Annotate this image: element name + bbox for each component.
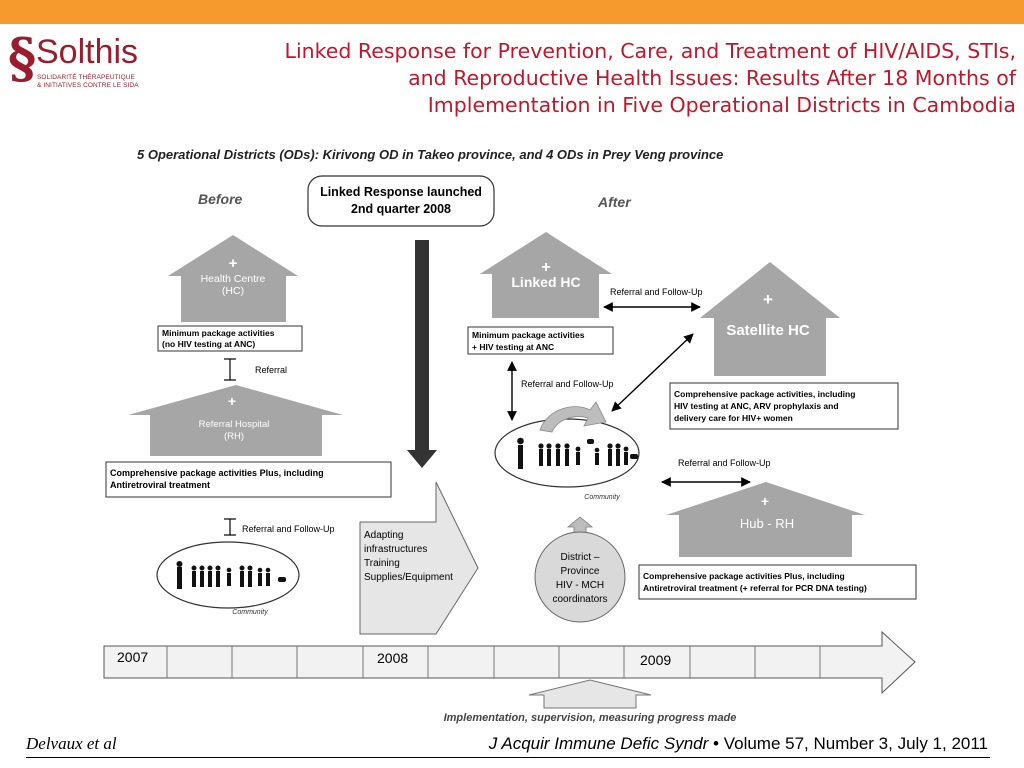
footer-rule [26,757,990,758]
rh-label-line-1: Referral Hospital [199,419,270,430]
top-accent-bar [0,0,1024,24]
logo-s-mark: § [8,26,37,90]
community-after: Community [494,401,640,501]
district-line-4: coordinators [552,594,607,605]
adapting-arrow: Adapting infrastructures Training Suppli… [359,481,479,635]
community-after-label: Community [584,494,620,501]
referral-followup-before-label: Referral and Follow-Up [242,524,335,534]
comp-package-before-box: Comprehensive package activities Plus, i… [105,461,392,498]
satellite-hc-label: Satellite HC [726,322,810,339]
timeline-arrow: 2007 2008 2009 [103,630,916,695]
launch-line-2: 2nd quarter 2008 [351,202,451,216]
launch-box: Linked Response launched 2nd quarter 200… [307,175,495,227]
comp-pkg-sat-line-2: HIV testing at ANC, ARV prophylaxis and [674,401,839,411]
footer-citation: J Acquir Immune Defic Syndr • Volume 57,… [489,734,988,754]
comp-pkg-hub-line-1: Comprehensive package activities Plus, i… [643,571,845,581]
referral-connector: Referral [224,358,287,381]
hc-plus: + [229,255,238,272]
referral-label: Referral [255,365,287,375]
launch-down-arrow [407,240,437,468]
referral-followup-mid-label: Referral and Follow-Up [521,379,614,389]
linked-hc-label: Linked HC [511,274,580,290]
launch-line-1: Linked Response launched [320,185,482,199]
linked-response-diagram: 5 Operational Districts (ODs): Kirivong … [0,140,1024,730]
district-line-1: District – [561,552,600,563]
title-line-3: Implementation in Five Operational Distr… [427,93,1016,117]
min-pkg-before-line-1: Minimum package activities [162,328,275,338]
health-centre-house: + Health Centre (HC) [168,235,298,322]
community-before-label: Community [232,609,268,616]
referral-hospital-house: + Referral Hospital (RH) [128,385,343,456]
referral-followup-top-label: Referral and Follow-Up [610,287,703,297]
satellite-hc-plus: + [763,290,773,309]
community-before-people-icon [176,561,286,589]
min-package-before-box: Minimum package activities (no HIV testi… [157,325,303,352]
district-line-2: Province [561,566,600,577]
min-pkg-before-line-2: (no HIV testing at ANC) [162,339,255,349]
comp-pkg-before-line-1: Comprehensive package activities Plus, i… [110,468,324,478]
comp-pkg-before-line-2: Antiretroviral treatment [110,480,210,490]
year-2009: 2009 [640,652,671,668]
logo-tagline-2: & INITIATIVES CONTRE LE SIDA [37,82,139,89]
solthis-logo: § Solthis SOLIDARITÉ THÉRAPEUTIQUE & INI… [8,28,158,98]
comp-pkg-hub-line-2: Antiretroviral treatment (+ referral for… [643,583,867,593]
comp-pkg-sat-line-3: delivery care for HIV+ women [674,413,793,423]
adapting-line-4: Supplies/Equipment [364,572,453,583]
district-coordinators-circle: District – Province HIV - MCH coordinato… [534,531,626,623]
comp-pkg-sat-line-1: Comprehensive package activities, includ… [674,389,855,399]
before-label: Before [198,191,243,207]
community-after-people-icon [517,437,638,469]
implementation-up-arrow [528,679,652,709]
year-2007: 2007 [117,649,148,665]
footer-author: Delvaux et al [26,734,117,753]
rh-label-line-2: (RH) [224,431,244,442]
district-line-3: HIV - MCH [556,580,604,591]
implementation-label: Implementation, supervision, measuring p… [444,712,737,724]
title-line-2: and Reproductive Health Issues: Results … [408,66,1016,90]
rh-plus: + [228,393,236,409]
footer-journal: J Acquir Immune Defic Syndr [488,734,709,753]
after-label: After [597,194,632,210]
linked-satellite-arrow: Referral and Follow-Up [603,287,703,312]
min-package-after-box: Minimum package activities + HIV testing… [467,326,614,355]
footer-volume: Volume 57, Number 3, July 1, 2011 [723,734,988,753]
community-curved-arrow-icon [539,401,607,433]
community-before: Community [156,541,300,616]
footer-bullet: • [713,734,719,753]
satellite-hc-house: + Satellite HC [700,262,840,376]
adapting-line-3: Training [364,558,400,569]
logo-tagline-1: SOLIDARITÉ THÉRAPEUTIQUE [37,74,135,81]
slide-title: Linked Response for Prevention, Care, an… [160,38,1016,119]
linked-community-arrow: Referral and Follow-Up [507,361,614,421]
min-pkg-after-line-1: Minimum package activities [472,330,585,340]
hc-label-line-1: Health Centre [201,273,266,285]
diagram-heading: 5 Operational Districts (ODs): Kirivong … [137,147,723,162]
logo-name: Solthis [36,33,139,71]
comp-package-satellite-box: Comprehensive package activities, includ… [669,382,899,430]
hc-label-line-2: (HC) [222,285,244,297]
hub-rh-label: Hub - RH [740,516,794,531]
referral-followup-bottom-label: Referral and Follow-Up [678,458,771,468]
comp-package-hub-box: Comprehensive package activities Plus, i… [638,564,917,600]
title-line-1: Linked Response for Prevention, Care, an… [284,39,1016,63]
linked-hc-plus: + [541,259,550,276]
linked-hc-house: + Linked HC [480,232,612,318]
referral-followup-connector-before: Referral and Follow-Up [224,518,335,536]
hub-rh-house: + Hub - RH [666,482,865,557]
community-hub-arrow: Referral and Follow-Up [661,458,771,487]
hub-rh-plus: + [761,493,769,509]
satellite-community-arrow [611,333,694,412]
min-pkg-after-line-2: + HIV testing at ANC [472,342,554,352]
year-2008: 2008 [377,650,408,666]
adapting-line-1: Adapting [364,530,403,541]
adapting-line-2: infrastructures [364,544,427,555]
